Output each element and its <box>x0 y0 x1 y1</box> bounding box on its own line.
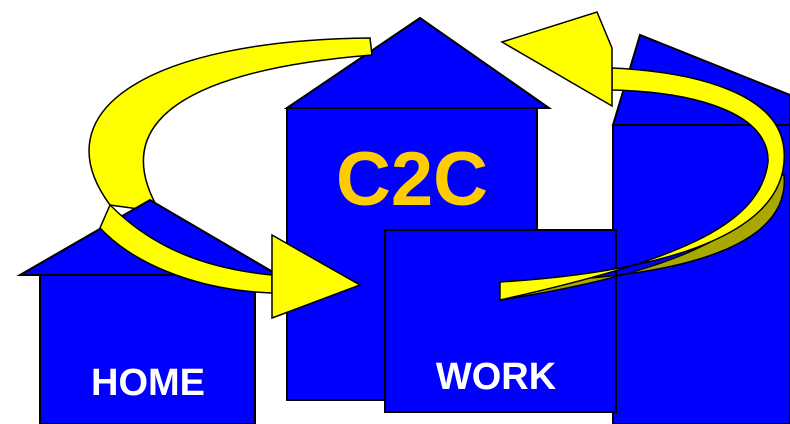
center-label: C2C <box>336 137 488 222</box>
work-building-body <box>384 229 617 413</box>
work-label: WORK <box>436 356 557 398</box>
center-building-roof <box>283 16 553 109</box>
work-building <box>384 229 617 413</box>
right-building-body <box>612 124 790 424</box>
arrow-left-to-work <box>99 203 362 320</box>
home-label: HOME <box>91 362 205 404</box>
arrow-right-head <box>500 11 613 108</box>
arrow-right-loop <box>499 11 785 301</box>
arrow-left-head <box>271 233 362 320</box>
home-house-body <box>39 274 256 424</box>
